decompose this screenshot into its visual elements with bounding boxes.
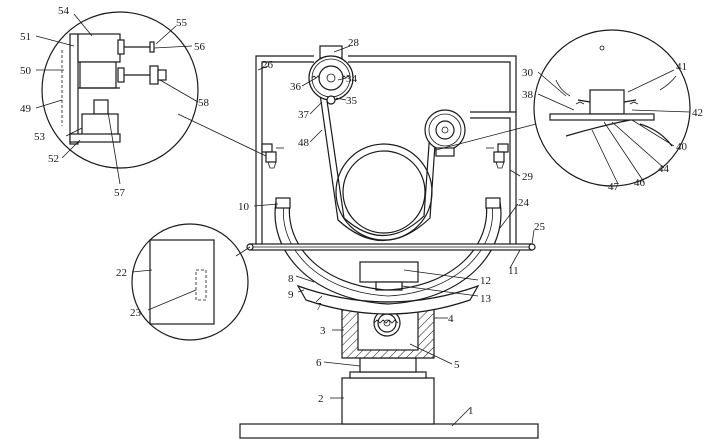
frame xyxy=(255,55,517,244)
labels: 1 2 3 4 5 6 7 8 9 10 11 12 13 22 23 24 2… xyxy=(20,5,703,417)
label-56: 56 xyxy=(194,41,206,53)
label-7: 7 xyxy=(316,301,322,313)
label-23: 23 xyxy=(130,307,142,319)
label-51: 51 xyxy=(20,31,31,43)
label-25: 25 xyxy=(534,221,546,233)
label-55: 55 xyxy=(176,17,188,29)
label-58: 58 xyxy=(198,97,210,109)
label-11: 11 xyxy=(508,265,519,277)
label-28: 28 xyxy=(348,37,360,49)
label-52: 52 xyxy=(48,153,59,165)
label-6: 6 xyxy=(316,357,322,369)
upper-gear-assembly xyxy=(308,45,354,105)
label-22: 22 xyxy=(116,267,127,279)
detail-connectors xyxy=(177,113,537,257)
label-9: 9 xyxy=(288,289,294,301)
label-26: 26 xyxy=(262,59,274,71)
label-12: 12 xyxy=(480,275,491,287)
belt xyxy=(317,79,437,242)
label-3: 3 xyxy=(320,325,326,337)
label-42: 42 xyxy=(692,107,703,119)
label-1: 1 xyxy=(468,405,474,417)
label-57: 57 xyxy=(114,187,126,199)
label-4: 4 xyxy=(448,313,454,325)
label-37: 37 xyxy=(298,109,310,121)
label-34: 34 xyxy=(346,73,358,85)
label-54: 54 xyxy=(58,5,70,17)
label-49: 49 xyxy=(20,103,32,115)
left-sensor xyxy=(261,143,284,169)
platform xyxy=(246,243,536,251)
label-36: 36 xyxy=(290,81,302,93)
leader-lines xyxy=(35,13,691,427)
label-46: 46 xyxy=(634,177,646,189)
detail-circle-bottom xyxy=(131,223,249,341)
label-40: 40 xyxy=(676,141,688,153)
label-50: 50 xyxy=(20,65,32,77)
label-47: 47 xyxy=(608,181,620,193)
label-8: 8 xyxy=(288,273,294,285)
label-30: 30 xyxy=(522,67,534,79)
label-48: 48 xyxy=(298,137,310,149)
label-10: 10 xyxy=(238,201,250,213)
large-roll xyxy=(335,143,433,241)
right-gear-assembly xyxy=(424,109,466,157)
label-53: 53 xyxy=(34,131,46,143)
right-sensor xyxy=(486,143,509,169)
base-plate xyxy=(239,423,539,439)
label-24: 24 xyxy=(518,197,530,209)
detail-circle-top-right xyxy=(533,29,691,187)
label-29: 29 xyxy=(522,171,534,183)
pedestal xyxy=(341,357,435,425)
label-35: 35 xyxy=(346,95,358,107)
label-38: 38 xyxy=(522,89,534,101)
label-44: 44 xyxy=(658,163,670,175)
label-2: 2 xyxy=(318,393,324,405)
detail-circle-top-left xyxy=(41,11,199,169)
label-41: 41 xyxy=(676,61,687,73)
label-13: 13 xyxy=(480,293,492,305)
label-5: 5 xyxy=(454,359,460,371)
